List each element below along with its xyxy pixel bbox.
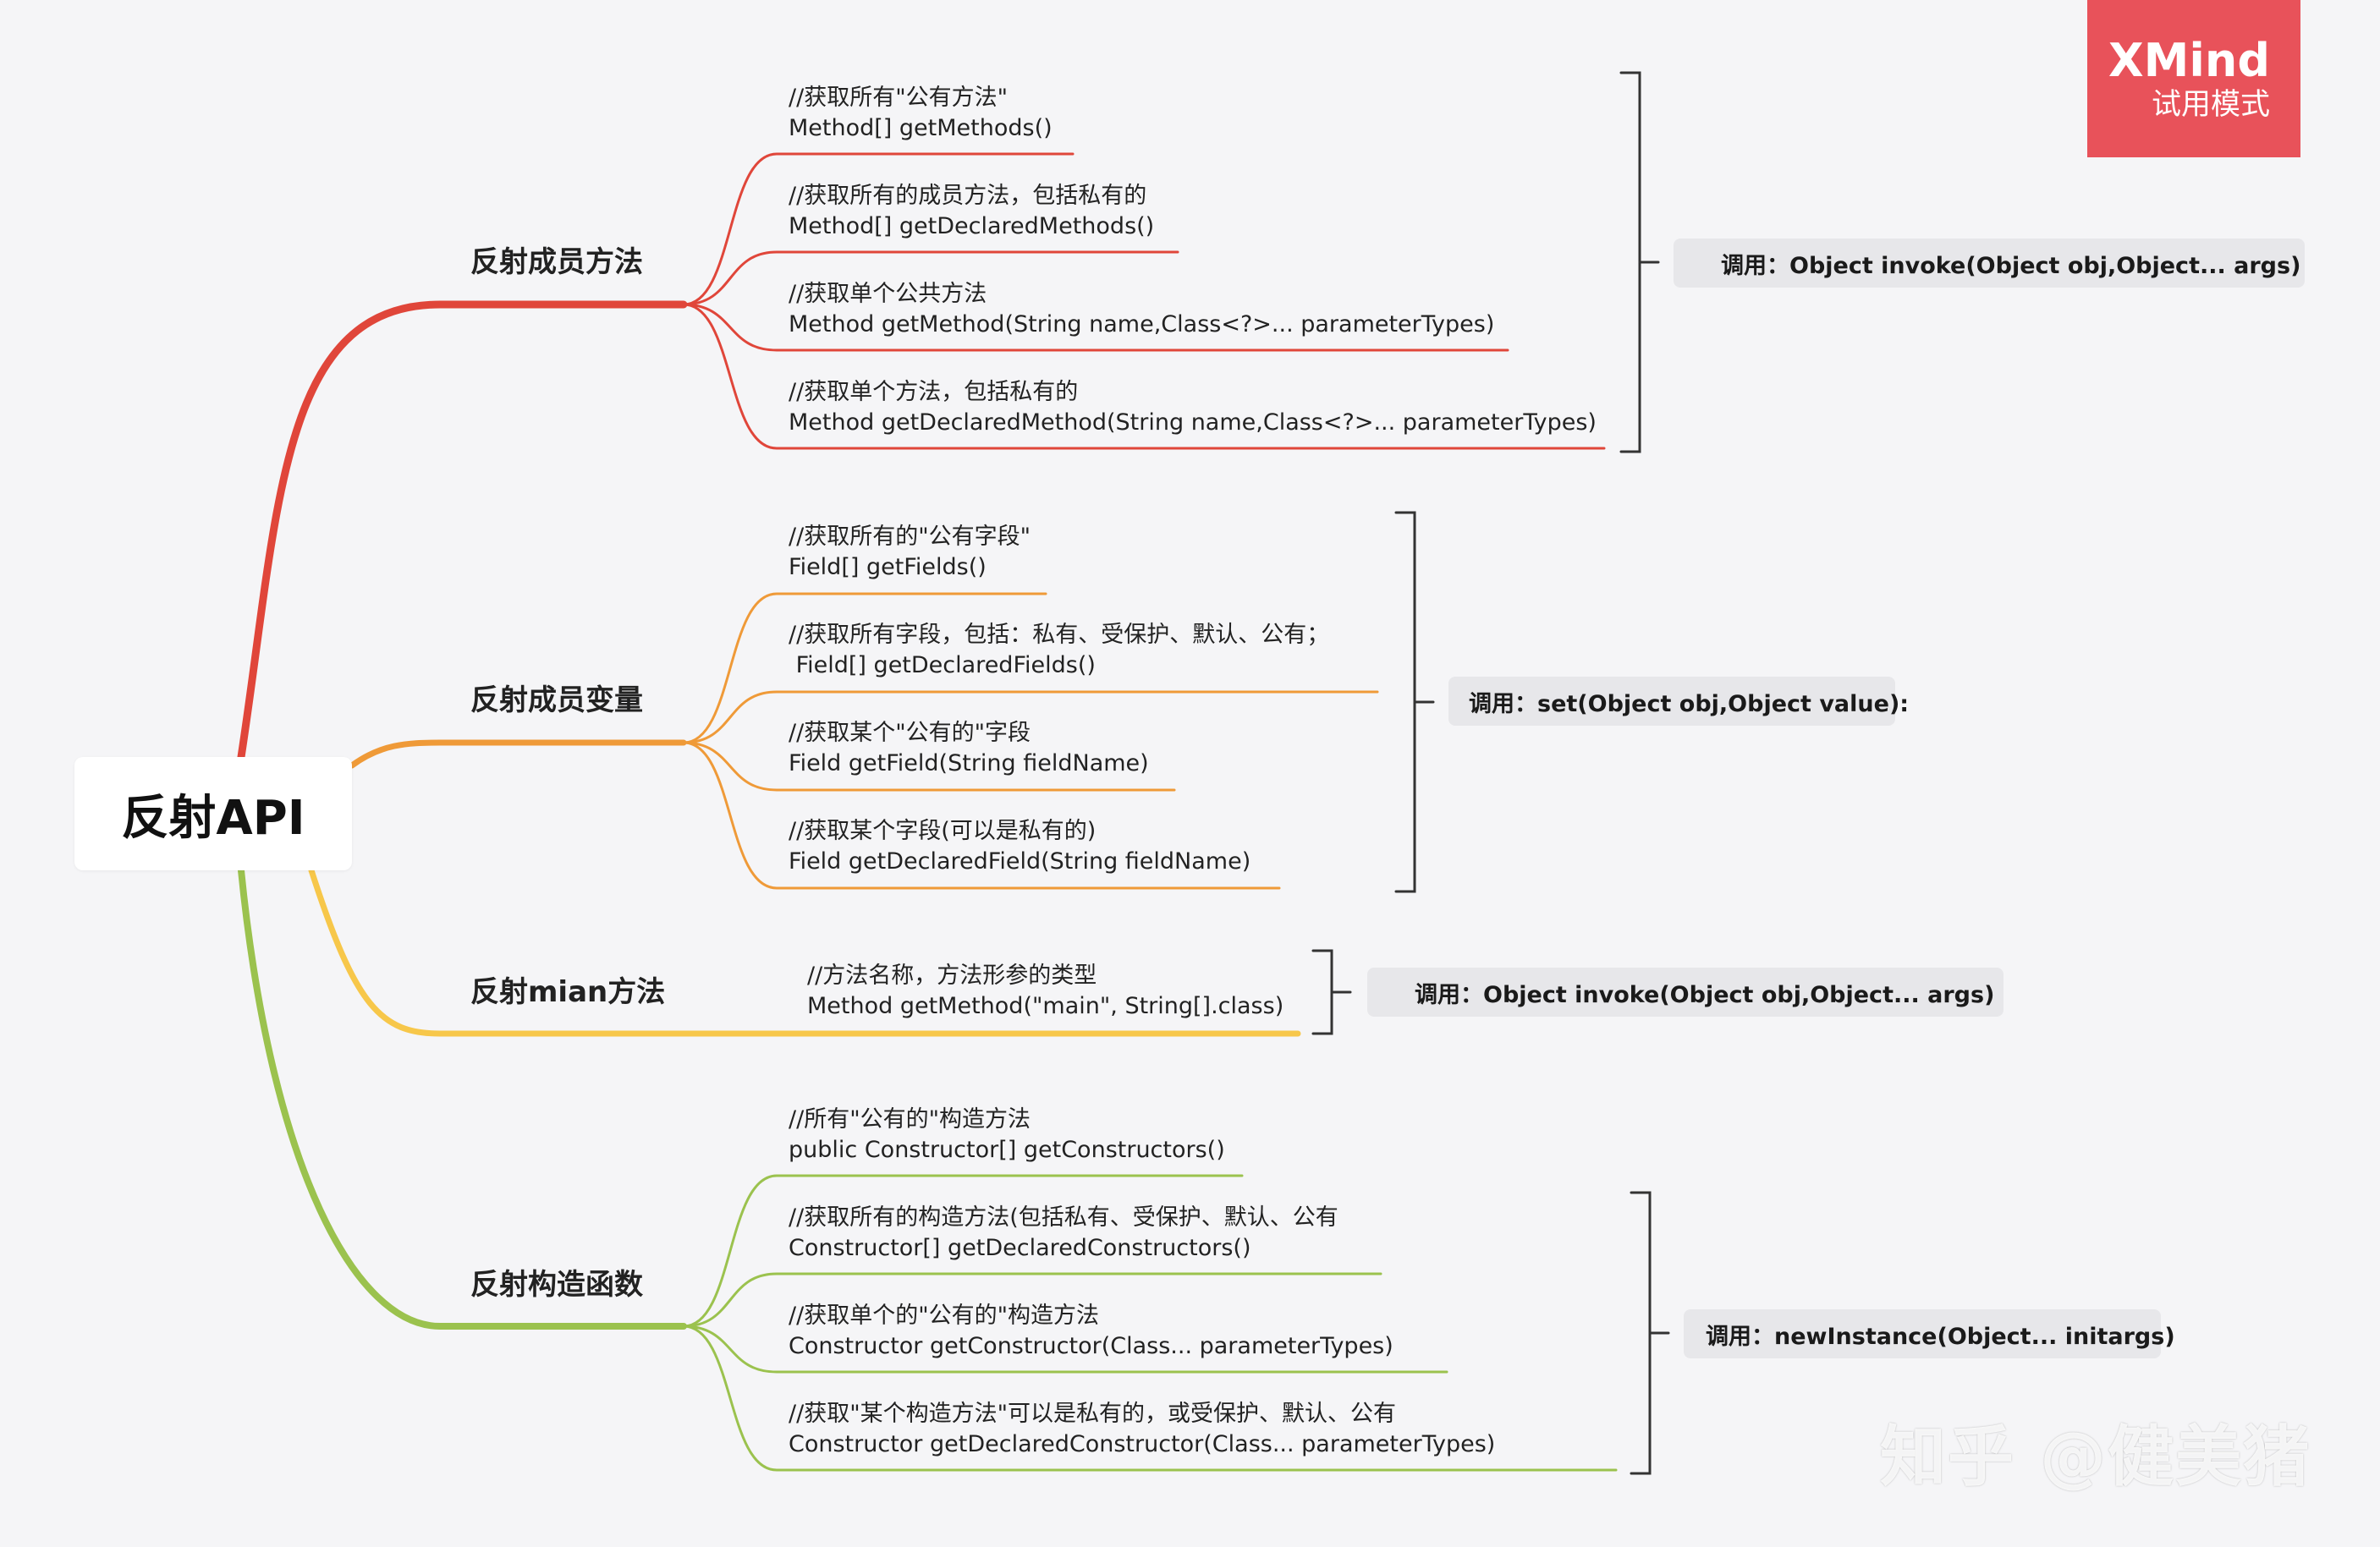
zhihu-watermark: 知乎 @健美猪 [1880, 1419, 2311, 1495]
leaf-comment: //获取单个公共方法 [789, 281, 987, 307]
leaf-get-declared-methods[interactable]: //获取所有的成员方法，包括私有的 Method[] getDeclaredMe… [789, 181, 1154, 242]
leaf-get-method[interactable]: //获取单个公共方法 Method getMethod(String name,… [789, 279, 1494, 340]
branch-reflect-constructors[interactable]: 反射构造函数 [470, 1268, 643, 1302]
call-box-methods[interactable]: 调用：Object invoke(Object obj,Object... ar… [1674, 239, 2305, 288]
branch-label-text: 反射成员方法 [470, 245, 643, 279]
bracket-constructors [1630, 1191, 1652, 1475]
branch-reflect-fields[interactable]: 反射成员变量 [470, 683, 643, 717]
leaf-signature: Field getField(String fieldName) [789, 750, 1149, 776]
leaf-get-declared-constructors[interactable]: //获取所有的构造方法(包括私有、受保护、默认、公有 Constructor[]… [789, 1203, 1338, 1264]
leaf-get-main-method[interactable]: //方法名称，方法形参的类型 Method getMethod("main", … [807, 961, 1283, 1022]
leaf-get-constructors[interactable]: //所有"公有的"构造方法 public Constructor[] getCo… [789, 1105, 1225, 1166]
connector-root-fields [349, 739, 687, 769]
branch-reflect-methods[interactable]: 反射成员方法 [470, 245, 643, 279]
leaf-comment: //获取所有字段，包括：私有、受保护、默认、公有； [789, 622, 1330, 648]
leaf-signature: Constructor getConstructor(Class... para… [789, 1333, 1393, 1359]
leaf-comment: //获取所有的构造方法(包括私有、受保护、默认、公有 [789, 1204, 1338, 1231]
branch-label-text: 反射成员变量 [470, 683, 643, 717]
connector-leaf [682, 152, 1075, 306]
branch-reflect-main[interactable]: 反射mian方法 [470, 975, 665, 1009]
connector-leaf [682, 690, 1379, 744]
xmind-brand: XMind [2108, 34, 2270, 87]
leaf-signature: Field getDeclaredField(String fieldName) [789, 848, 1251, 875]
leaf-comment: //获取所有的"公有字段" [789, 524, 1031, 550]
connector-leaf [682, 741, 1281, 890]
leaf-signature: Method getMethod("main", String[].class) [807, 993, 1284, 1019]
leaf-comment: //所有"公有的"构造方法 [789, 1106, 1031, 1133]
leaf-comment: //方法名称，方法形参的类型 [807, 963, 1097, 989]
connector-leaf [682, 1272, 1382, 1328]
branch-label-text: 反射构造函数 [470, 1268, 643, 1302]
call-text: 调用：set(Object obj,Object value): [1469, 690, 1910, 717]
call-text: 调用：newInstance(Object... initargs) [1706, 1323, 2175, 1350]
leaf-signature: Constructor[] getDeclaredConstructors() [789, 1235, 1251, 1261]
leaf-comment: //获取所有"公有方法" [789, 85, 1009, 111]
leaf-comment: //获取单个的"公有的"构造方法 [789, 1303, 1100, 1329]
call-box-main[interactable]: 调用：Object invoke(Object obj,Object... ar… [1367, 968, 2003, 1017]
connector-root-main [308, 867, 1301, 1037]
leaf-get-declared-fields[interactable]: //获取所有字段，包括：私有、受保护、默认、公有； Field[] getDec… [789, 620, 1329, 681]
leaf-get-declared-field[interactable]: //获取某个字段(可以是私有的) Field getDeclaredField(… [789, 816, 1250, 877]
leaf-signature: Method getDeclaredMethod(String name,Cla… [789, 409, 1597, 436]
call-text: 调用：Object invoke(Object obj,Object... ar… [1721, 252, 2301, 279]
connector-leaf [682, 1325, 1448, 1374]
branch-label-text: 反射mian方法 [470, 975, 666, 1009]
xmind-mode: 试用模式 [2151, 88, 2270, 122]
leaf-get-fields[interactable]: //获取所有的"公有字段" Field[] getFields() [789, 522, 1031, 583]
connector-leaf [682, 1325, 1618, 1472]
connector-leaf [682, 592, 1047, 744]
leaf-comment: //获取所有的成员方法，包括私有的 [789, 183, 1147, 209]
connector-leaf [682, 303, 1606, 450]
leaf-signature: Method getMethod(String name,Class<?>...… [789, 311, 1495, 337]
connector-root-methods [237, 300, 688, 761]
call-box-fields[interactable]: 调用：set(Object obj,Object value): [1448, 677, 1909, 726]
connector-root-constructors [238, 867, 687, 1330]
leaf-get-field[interactable]: //获取某个"公有的"字段 Field getField(String fiel… [789, 718, 1149, 779]
call-box-constructors[interactable]: 调用：newInstance(Object... initargs) [1684, 1309, 2175, 1358]
leaf-get-declared-method[interactable]: //获取单个方法，包括私有的 Method getDeclaredMethod(… [789, 377, 1597, 438]
connector-leaf [682, 303, 1509, 352]
leaf-signature: public Constructor[] getConstructors() [789, 1137, 1225, 1163]
connector-leaf [682, 741, 1176, 792]
leaf-signature: Constructor getDeclaredConstructor(Class… [789, 1431, 1496, 1457]
leaf-get-declared-constructor[interactable]: //获取"某个构造方法"可以是私有的，或受保护、默认、公有 Constructo… [789, 1399, 1495, 1460]
bracket-fields [1394, 511, 1416, 893]
leaf-comment: //获取"某个构造方法"可以是私有的，或受保护、默认、公有 [789, 1401, 1397, 1427]
root-node[interactable]: 反射API [74, 757, 352, 870]
leaf-signature: Method[] getMethods() [789, 115, 1053, 141]
leaf-get-constructor[interactable]: //获取单个的"公有的"构造方法 Constructor getConstruc… [789, 1301, 1393, 1362]
bracket-methods [1619, 71, 1641, 453]
leaf-signature: Field[] getDeclaredFields() [789, 652, 1096, 678]
leaf-comment: //获取某个"公有的"字段 [789, 720, 1031, 746]
leaf-get-methods[interactable]: //获取所有"公有方法" Method[] getMethods() [789, 83, 1053, 144]
connector-leaf [682, 1174, 1244, 1328]
leaf-comment: //获取某个字段(可以是私有的) [789, 818, 1097, 844]
leaf-signature: Method[] getDeclaredMethods() [789, 213, 1155, 239]
xmind-trial-badge: XMind 试用模式 [2087, 0, 2300, 157]
bracket-main [1311, 949, 1333, 1035]
leaf-comment: //获取单个方法，包括私有的 [789, 379, 1079, 405]
root-label: 反射API [121, 790, 305, 846]
leaf-signature: Field[] getFields() [789, 554, 987, 580]
call-text: 调用：Object invoke(Object obj,Object... ar… [1415, 981, 1995, 1008]
connector-leaf [682, 250, 1179, 306]
